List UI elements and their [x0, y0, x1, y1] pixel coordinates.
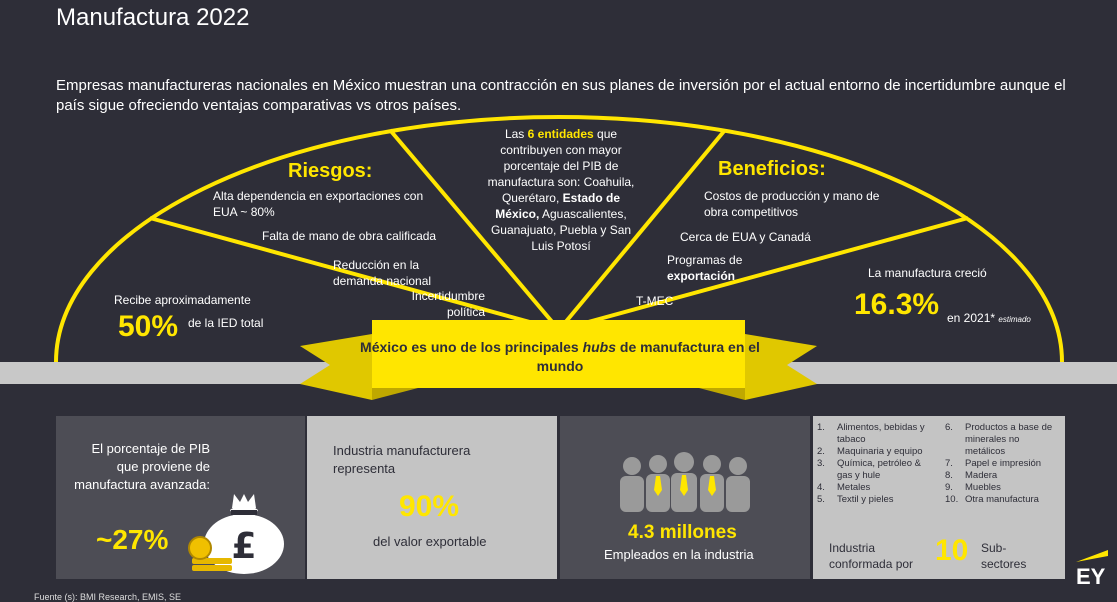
- list-item: 5.Textil y pieles: [817, 494, 894, 505]
- panel-pib: El porcentaje de PIB que proviene de man…: [56, 416, 305, 579]
- list-item: 8.Madera: [945, 470, 998, 481]
- money-bag-icon: £: [188, 494, 284, 574]
- list-item: 6.Productos a base de minerales no metál…: [945, 422, 1053, 457]
- sector-list-left: 1.Alimentos, bebidas y tabaco 2.Maquinar…: [817, 422, 933, 506]
- export-suffix: del valor exportable: [373, 534, 487, 549]
- banner-text: México es uno de los principales hubs de…: [360, 339, 760, 374]
- export-label: Industria manufacturera representa: [333, 443, 471, 476]
- crecio-suffix: en 2021* estimado: [947, 311, 1031, 325]
- ey-logo: EY: [1076, 550, 1108, 588]
- list-item: 7.Papel e impresión: [945, 458, 1042, 469]
- crecio-label: La manufactura creció: [868, 266, 987, 280]
- beneficios-title: Beneficios:: [718, 158, 826, 180]
- bag-symbol: £: [231, 526, 256, 567]
- riesgo-item: Falta de mano de obra calificada: [262, 229, 437, 243]
- sectores-value: 10: [935, 534, 969, 567]
- crecio-value: 16.3%: [854, 288, 940, 321]
- beneficio-item: Costos de producción y mano de obra comp…: [704, 189, 880, 219]
- panel-sectores: 1.Alimentos, bebidas y tabaco 2.Maquinar…: [813, 416, 1065, 579]
- page-title: Manufactura 2022: [56, 4, 250, 31]
- intro-text: Empresas manufactureras nacionales en Mé…: [56, 77, 1066, 114]
- source-note: Fuente (s): BMI Research, EMIS, SE: [34, 592, 182, 602]
- list-item: 3.Química, petróleo & gas y hule: [817, 458, 921, 481]
- pib-value: ~27%: [96, 524, 169, 555]
- panel-empleo: 4.3 millones Empleados en la industria: [560, 416, 810, 579]
- programas-text: Programas de exportación: [667, 253, 743, 283]
- riesgo-item: Reducción en la demanda nacional: [333, 258, 432, 288]
- list-item: 2.Maquinaria y equipo: [817, 446, 923, 457]
- list-item: 10.Otra manufactura: [945, 494, 1039, 505]
- ied-label: Recibe aproximadamente: [114, 293, 251, 307]
- list-item: 1.Alimentos, bebidas y tabaco: [817, 422, 925, 445]
- panel-export: Industria manufacturera representa 90% d…: [307, 416, 557, 579]
- riesgo-item: Incertidumbre política: [411, 289, 485, 319]
- pib-label: El porcentaje de PIB que proviene de man…: [74, 441, 210, 492]
- list-item: 9.Muebles: [945, 482, 1001, 493]
- list-item: 4.Metales: [817, 482, 871, 493]
- sectores-pre: Industria conformada por: [829, 541, 914, 571]
- empleo-label: Empleados en la industria: [604, 547, 754, 562]
- sectores-post: Sub-sectores: [981, 541, 1027, 571]
- sector-list-right: 6.Productos a base de minerales no metál…: [945, 422, 1061, 506]
- ied-value: 50%: [118, 310, 179, 343]
- empleo-value: 4.3 millones: [628, 522, 737, 543]
- tmec-label: T-MEC: [636, 294, 674, 308]
- beneficio-item: Cerca de EUA y Canadá: [680, 230, 811, 244]
- entidades-text: Las 6 entidades que contribuyen con mayo…: [487, 127, 635, 253]
- riesgos-title: Riesgos:: [288, 160, 373, 182]
- people-icon: [620, 452, 750, 512]
- riesgo-item: Alta dependencia en exportaciones con EU…: [213, 189, 424, 219]
- ied-suffix: de la IED total: [188, 316, 264, 330]
- svg-text:EY: EY: [1076, 564, 1106, 588]
- export-value: 90%: [399, 490, 460, 523]
